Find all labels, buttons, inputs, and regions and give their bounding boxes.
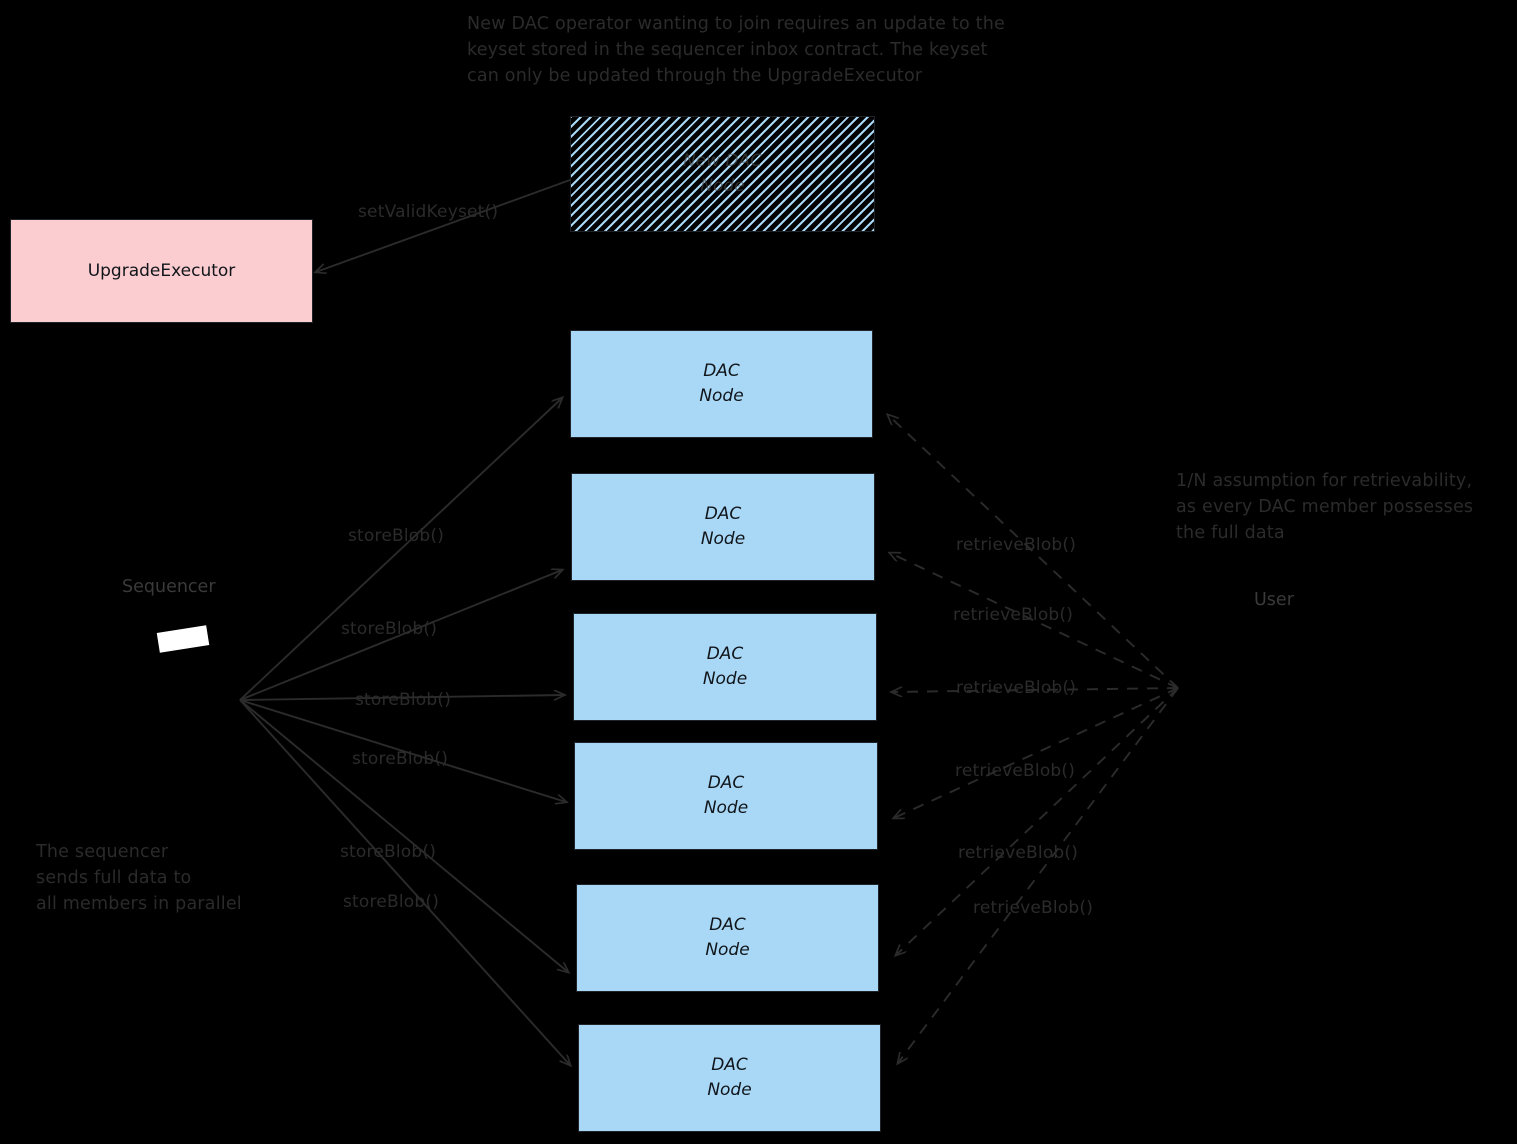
edge-retrieve-blob-1 <box>888 415 1179 689</box>
edge-label-retrieve-blob-6: retrieveBlob() <box>973 898 1094 918</box>
dac-node-box-3[interactable]: DAC Node <box>573 613 877 721</box>
edge-store-blob-6 <box>239 699 570 1065</box>
edge-set-valid-keyset <box>316 179 571 272</box>
dac-node-label-2: DAC Node <box>700 504 746 549</box>
dac-node-label-1: DAC Node <box>699 361 744 406</box>
sequencer-label: Sequencer <box>122 577 216 597</box>
edge-store-blob-3 <box>239 695 564 701</box>
edge-label-retrieve-blob-5: retrieveBlob() <box>958 843 1079 863</box>
edge-label-store-blob-6: storeBlob() <box>343 892 440 912</box>
dac-node-label-6: DAC Node <box>707 1055 752 1100</box>
top-annotation: New DAC operator wanting to join require… <box>467 14 1005 86</box>
edge-retrieve-blob-3 <box>892 688 1179 692</box>
edge-label-set-valid-keyset: setValidKeyset() <box>358 202 499 222</box>
edge-retrieve-blob-4 <box>894 687 1179 818</box>
edge-label-store-blob-5: storeBlob() <box>340 842 437 862</box>
dac-node-box-2[interactable]: DAC Node <box>571 473 875 581</box>
edge-label-store-blob-3: storeBlob() <box>355 690 452 710</box>
new-dac-node-label: New DAC Node <box>682 151 763 196</box>
edge-store-blob-2 <box>239 570 562 701</box>
edge-label-retrieve-blob-4: retrieveBlob() <box>955 761 1076 781</box>
upgrade-executor-label: UpgradeExecutor <box>87 261 236 281</box>
dac-node-box-6[interactable]: DAC Node <box>578 1024 881 1132</box>
right-annotation: 1/N assumption for retrievability, as ev… <box>1176 471 1474 543</box>
dac-node-box-4[interactable]: DAC Node <box>574 742 878 850</box>
dac-node-label-4: DAC Node <box>703 773 749 818</box>
edge-retrieve-blob-group <box>888 415 1179 1063</box>
dac-node-label-5: DAC Node <box>705 915 750 960</box>
dac-node-box-5[interactable]: DAC Node <box>576 884 879 992</box>
upgrade-executor-box[interactable]: UpgradeExecutor <box>10 219 313 323</box>
edge-retrieve-blob-5 <box>896 687 1179 955</box>
bottom-left-annotation: The sequencer sends full data to all mem… <box>36 842 242 914</box>
edge-label-retrieve-blob-1: retrieveBlob() <box>956 535 1077 555</box>
edge-label-retrieve-blob-2: retrieveBlob() <box>953 605 1074 625</box>
edge-store-blob-1 <box>239 398 562 701</box>
new-dac-node-box[interactable]: New DAC Node <box>570 116 875 232</box>
edge-store-blob-group <box>239 398 570 1065</box>
edge-retrieve-blob-6 <box>898 687 1179 1063</box>
dac-node-label-3: DAC Node <box>702 644 748 689</box>
edge-label-store-blob-2: storeBlob() <box>341 619 438 639</box>
edge-label-retrieve-blob-3: retrieveBlob() <box>956 678 1077 698</box>
user-label: User <box>1254 590 1294 610</box>
edge-label-store-blob-4: storeBlob() <box>352 749 449 769</box>
edge-store-blob-5 <box>239 699 568 972</box>
edge-retrieve-blob-2 <box>890 553 1179 689</box>
dac-node-box-1[interactable]: DAC Node <box>570 330 873 438</box>
edge-store-blob-4 <box>239 699 566 802</box>
edge-label-store-blob-1: storeBlob() <box>348 526 445 546</box>
